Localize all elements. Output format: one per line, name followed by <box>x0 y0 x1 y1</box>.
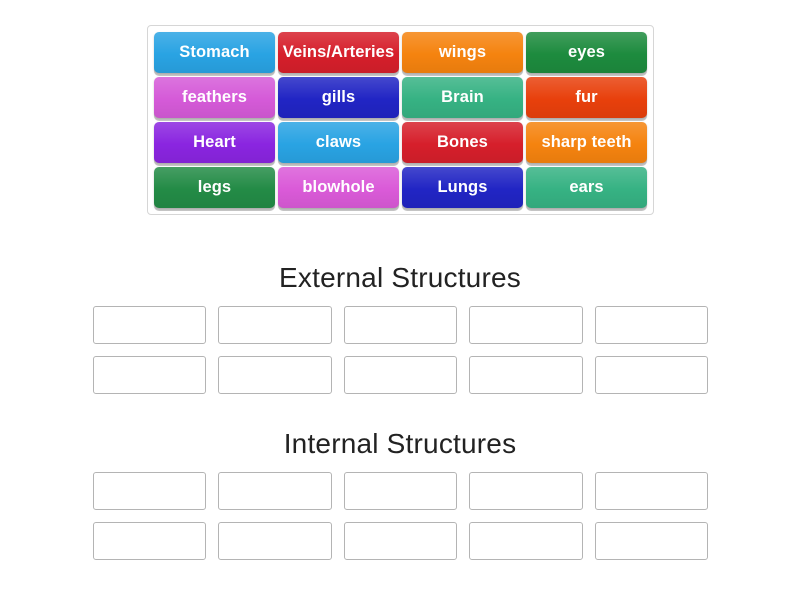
drop-zone[interactable] <box>469 306 583 344</box>
drop-zone[interactable] <box>594 356 709 394</box>
drop-zone[interactable] <box>93 522 207 560</box>
word-tile[interactable]: Stomach <box>154 32 275 73</box>
dropzone-row <box>93 306 709 344</box>
drop-zone[interactable] <box>469 522 583 560</box>
drop-zone[interactable] <box>93 356 207 394</box>
drop-zone[interactable] <box>594 472 709 510</box>
word-tile[interactable]: feathers <box>154 77 275 118</box>
drop-zone[interactable] <box>218 306 332 344</box>
drop-zone[interactable] <box>469 356 583 394</box>
dropzone-row <box>93 522 709 560</box>
word-bank-row: Heart claws Bones sharp teeth <box>154 122 647 163</box>
drop-zone[interactable] <box>218 522 332 560</box>
word-bank-row: Stomach Veins/Arteries wings eyes <box>154 32 647 73</box>
word-tile[interactable]: Veins/Arteries <box>278 32 399 73</box>
dropzone-row <box>93 356 709 394</box>
drop-zone[interactable] <box>469 472 583 510</box>
dropzone-group-internal <box>93 472 709 560</box>
word-tile[interactable]: sharp teeth <box>526 122 647 163</box>
word-tile[interactable]: Bones <box>402 122 523 163</box>
drop-zone[interactable] <box>343 472 458 510</box>
word-tile[interactable]: Lungs <box>402 167 523 208</box>
section-title-internal: Internal Structures <box>283 428 517 459</box>
word-tile[interactable]: Brain <box>402 77 523 118</box>
word-bank-row: feathers gills Brain fur <box>154 77 647 118</box>
dropzone-row <box>93 472 709 510</box>
word-tile[interactable]: wings <box>402 32 523 73</box>
section-title-external: External Structures <box>279 262 521 293</box>
word-tile[interactable]: eyes <box>526 32 647 73</box>
word-bank: Stomach Veins/Arteries wings eyes feathe… <box>147 25 654 215</box>
word-tile[interactable]: claws <box>278 122 399 163</box>
drop-zone[interactable] <box>343 306 458 344</box>
word-tile[interactable]: gills <box>278 77 399 118</box>
drop-zone[interactable] <box>218 356 332 394</box>
word-tile[interactable]: ears <box>526 167 647 208</box>
drop-zone[interactable] <box>343 356 458 394</box>
drop-zone[interactable] <box>343 522 458 560</box>
dropzone-group-external <box>93 306 709 394</box>
word-tile[interactable]: blowhole <box>278 167 399 208</box>
word-tile[interactable]: fur <box>526 77 647 118</box>
drop-zone[interactable] <box>93 472 207 510</box>
drop-zone[interactable] <box>93 306 207 344</box>
word-bank-row: legs blowhole Lungs ears <box>154 167 647 208</box>
word-tile[interactable]: Heart <box>154 122 275 163</box>
drop-zone[interactable] <box>594 522 709 560</box>
drop-zone[interactable] <box>218 472 332 510</box>
drop-zone[interactable] <box>594 306 709 344</box>
word-tile[interactable]: legs <box>154 167 275 208</box>
